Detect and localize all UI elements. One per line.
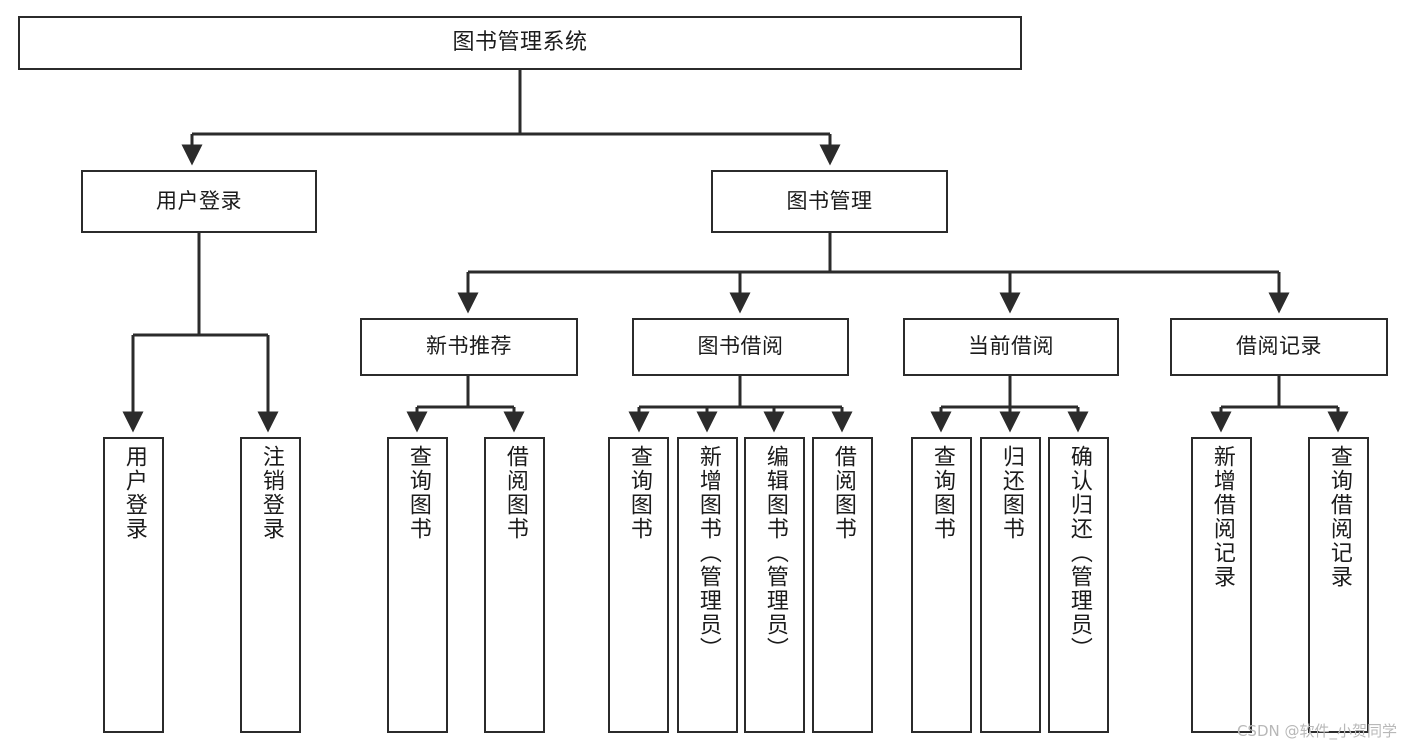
node-label: 编辑图书（管理员） <box>762 445 788 661</box>
node-label: 当前借阅 <box>968 334 1054 359</box>
leaf-add-book[interactable]: 新增图书（管理员） <box>677 437 738 733</box>
leaf-edit-book[interactable]: 编辑图书（管理员） <box>744 437 805 733</box>
node-book-borrow[interactable]: 图书借阅 <box>632 318 849 376</box>
node-label: 用户登录 <box>121 445 147 541</box>
node-label: 用户登录 <box>156 188 242 213</box>
node-label: 新增图书（管理员） <box>695 445 721 661</box>
node-label: 查询图书 <box>929 445 955 541</box>
node-label: 查询借阅记录 <box>1326 445 1352 589</box>
leaf-query-book-current[interactable]: 查询图书 <box>911 437 972 733</box>
node-label: 查询图书 <box>626 445 652 541</box>
leaf-query-book-recommend[interactable]: 查询图书 <box>387 437 448 733</box>
node-label: 借阅记录 <box>1236 334 1322 359</box>
node-label: 图书借阅 <box>697 334 784 359</box>
node-label: 图书管理系统 <box>452 29 588 55</box>
leaf-logout-login[interactable]: 注销登录 <box>240 437 301 733</box>
leaf-confirm-return[interactable]: 确认归还（管理员） <box>1048 437 1109 733</box>
node-label: 借阅图书 <box>830 445 856 541</box>
node-label: 图书管理 <box>786 188 873 213</box>
node-label: 归还图书 <box>998 445 1024 541</box>
leaf-user-login[interactable]: 用户登录 <box>103 437 164 733</box>
node-label: 注销登录 <box>258 445 284 541</box>
node-current-borrow[interactable]: 当前借阅 <box>903 318 1119 376</box>
leaf-borrow-book-recommend[interactable]: 借阅图书 <box>484 437 545 733</box>
watermark-text: CSDN @软件_小贺同学 <box>1236 722 1397 740</box>
node-book-manage[interactable]: 图书管理 <box>711 170 948 233</box>
leaf-add-borrow-record[interactable]: 新增借阅记录 <box>1191 437 1252 733</box>
leaf-borrow-book[interactable]: 借阅图书 <box>812 437 873 733</box>
node-label: 查询图书 <box>405 445 431 541</box>
node-label: 确认归还（管理员） <box>1066 445 1092 661</box>
node-user-login[interactable]: 用户登录 <box>81 170 317 233</box>
node-label: 新增借阅记录 <box>1209 445 1235 589</box>
node-new-book-recommend[interactable]: 新书推荐 <box>360 318 578 376</box>
leaf-query-borrow-record[interactable]: 查询借阅记录 <box>1308 437 1369 733</box>
node-borrow-record[interactable]: 借阅记录 <box>1170 318 1388 376</box>
node-label: 借阅图书 <box>502 445 528 541</box>
leaf-return-book[interactable]: 归还图书 <box>980 437 1041 733</box>
node-root-system[interactable]: 图书管理系统 <box>18 16 1022 70</box>
leaf-query-book-borrow[interactable]: 查询图书 <box>608 437 669 733</box>
node-label: 新书推荐 <box>426 334 512 359</box>
